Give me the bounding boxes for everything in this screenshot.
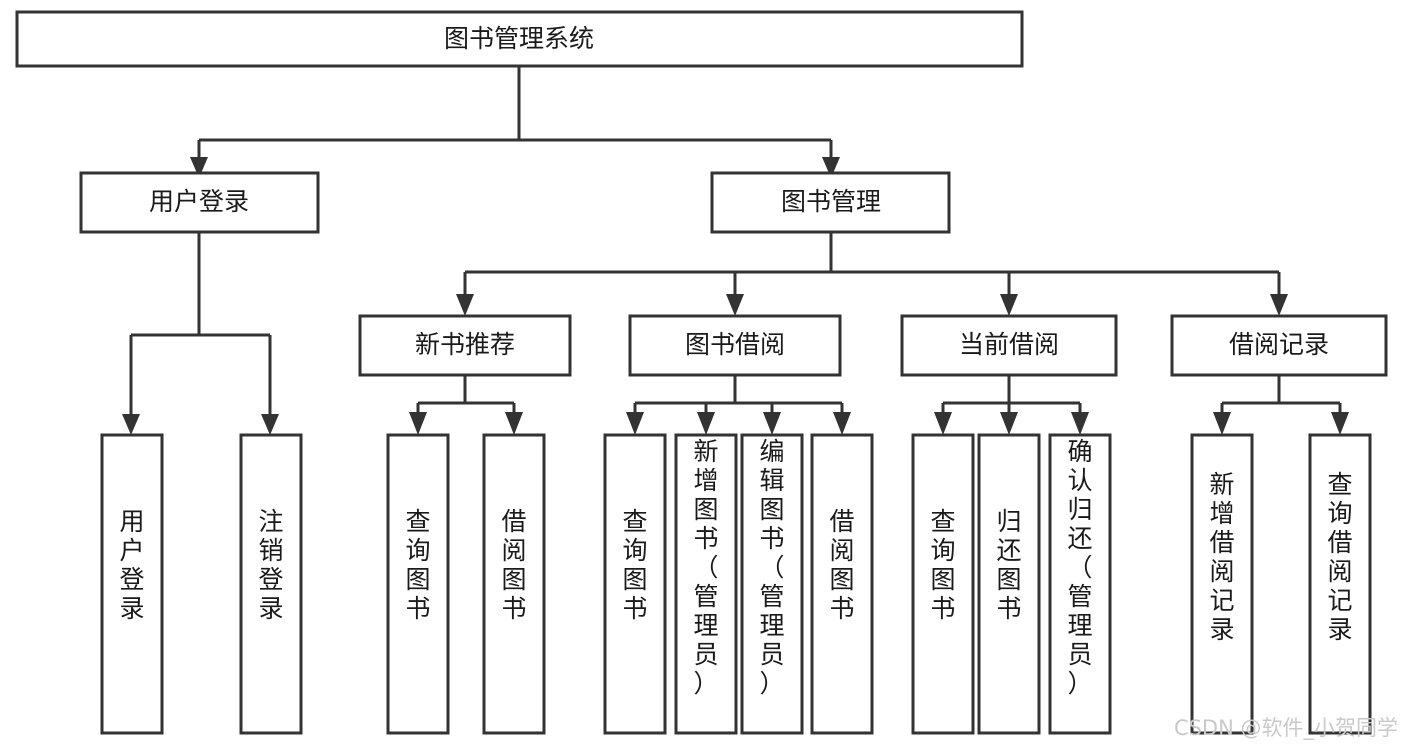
leaf-br-query-record-box[interactable]: [1308, 433, 1372, 735]
leaf-cb-query-book-label: 查询图书: [930, 507, 955, 623]
arrow-to-leaf-bb-edit-book: [763, 412, 781, 435]
leaf-nb-borrow-book-label: 借阅图书: [501, 507, 526, 623]
node-new-book-recommend[interactable]: 新书推荐: [358, 314, 572, 377]
leaf-user-login-label: 用户登录: [119, 507, 144, 623]
arrow-to-leaf-nb-borrow-book: [505, 412, 523, 435]
root-box[interactable]: [15, 10, 1024, 68]
leaf-node-cb-return-book[interactable]: 归还图书: [977, 433, 1041, 735]
leaf-node-cb-query-book[interactable]: 查询图书: [911, 433, 975, 735]
leaf-br-query-record-label: 查询借阅记录: [1327, 470, 1352, 644]
arrow-to-new-book-recommend: [456, 294, 474, 316]
root-label: 图书管理系统: [444, 24, 594, 53]
node-current-borrow[interactable]: 当前借阅: [900, 314, 1118, 377]
leaf-cb-query-book-box[interactable]: [911, 433, 975, 735]
connectors-layer: [122, 66, 1349, 435]
leaf-cb-return-book-box[interactable]: [977, 433, 1041, 735]
current-borrow-box[interactable]: [900, 314, 1118, 377]
leaf-bb-query-book-box[interactable]: [603, 433, 667, 735]
leaf-bb-edit-book-box[interactable]: [740, 433, 804, 735]
leaf-node-bb-edit-book[interactable]: 编辑图书（管理员）: [740, 433, 804, 735]
connector-book-management-to-level3: [463, 232, 1281, 300]
leaf-br-add-record-label: 新增借阅记录: [1209, 470, 1234, 644]
leaf-node-nb-query-book[interactable]: 查询图书: [386, 433, 450, 735]
leaf-node-bb-add-book[interactable]: 新增图书（管理员）: [674, 433, 738, 735]
arrow-to-book-management: [822, 157, 840, 178]
arrow-to-leaf-bb-query-book: [626, 412, 644, 435]
arrow-to-leaf-bb-borrow-book: [833, 412, 851, 435]
node-borrow-record[interactable]: 借阅记录: [1170, 314, 1388, 377]
leaf-node-logout[interactable]: 注销登录: [239, 433, 303, 735]
leaf-bb-borrow-book-box[interactable]: [810, 433, 874, 735]
leaf-node-br-query-record[interactable]: 查询借阅记录: [1308, 433, 1372, 735]
leaf-node-nb-borrow-book[interactable]: 借阅图书: [482, 433, 546, 735]
user-login-label: 用户登录: [149, 187, 249, 216]
arrow-to-leaf-cb-return-book: [1000, 412, 1018, 435]
book-borrow-box[interactable]: [628, 314, 842, 377]
book-management-label: 图书管理: [781, 187, 881, 216]
arrow-to-leaf-bb-add-book: [697, 412, 715, 435]
leaf-bb-borrow-book-label: 借阅图书: [829, 507, 854, 623]
leaf-cb-confirm-return-box[interactable]: [1048, 433, 1112, 735]
node-book-management[interactable]: 图书管理: [710, 171, 951, 234]
new-book-recommend-box[interactable]: [358, 314, 572, 377]
connector-root-to-level2: [197, 66, 833, 163]
arrow-to-user-login: [190, 157, 208, 178]
leaf-cb-confirm-return-label: 确认归还（管理员）: [1067, 437, 1092, 698]
leaf-br-add-record-box[interactable]: [1190, 433, 1254, 735]
current-borrow-label: 当前借阅: [959, 330, 1059, 359]
arrow-to-leaf-cb-query-book: [934, 412, 952, 435]
arrow-to-current-borrow: [1000, 294, 1018, 316]
arrow-to-leaf-cb-confirm-return: [1071, 412, 1089, 435]
node-user-login[interactable]: 用户登录: [79, 171, 320, 234]
leaf-cb-return-book-label: 归还图书: [996, 507, 1021, 623]
borrow-record-label: 借阅记录: [1229, 330, 1329, 359]
connector-book-borrow-to-leaves: [633, 375, 844, 418]
arrow-to-book-borrow: [726, 294, 744, 316]
leaf-logout-box[interactable]: [239, 433, 303, 735]
connector-current-borrow-to-leaves: [941, 375, 1082, 418]
leaf-bb-edit-book-label: 编辑图书（管理员）: [759, 437, 784, 698]
leaf-node-cb-confirm-return[interactable]: 确认归还（管理员）: [1048, 433, 1112, 735]
arrow-to-leaf-br-add-record: [1213, 412, 1231, 435]
leaf-bb-add-book-label: 新增图书（管理员）: [693, 437, 718, 698]
csdn-watermark: CSDN @软件_小贺同学: [1174, 716, 1398, 741]
book-management-box[interactable]: [710, 171, 951, 234]
arrow-to-borrow-record: [1270, 294, 1288, 316]
leaf-nb-query-book-label: 查询图书: [405, 507, 430, 623]
connector-user-login-to-leaves: [129, 232, 272, 420]
leaf-bb-query-book-label: 查询图书: [622, 507, 647, 623]
leaf-node-bb-query-book[interactable]: 查询图书: [603, 433, 667, 735]
arrow-to-leaf-br-query-record: [1331, 412, 1349, 435]
user-login-box[interactable]: [79, 171, 320, 234]
node-root-book-management-system[interactable]: 图书管理系统: [15, 10, 1024, 68]
arrow-to-leaf-logout: [261, 414, 279, 435]
node-book-borrow[interactable]: 图书借阅: [628, 314, 842, 377]
arrow-to-leaf-user-login: [122, 414, 140, 435]
leaf-node-bb-borrow-book[interactable]: 借阅图书: [810, 433, 874, 735]
leaf-user-login-box[interactable]: [100, 433, 164, 735]
arrow-to-leaf-nb-query-book: [409, 412, 427, 435]
leaf-nb-borrow-book-box[interactable]: [482, 433, 546, 735]
leaf-node-user-login[interactable]: 用户登录: [100, 433, 164, 735]
leaf-nb-query-book-box[interactable]: [386, 433, 450, 735]
leaf-bb-add-book-box[interactable]: [674, 433, 738, 735]
borrow-record-box[interactable]: [1170, 314, 1388, 377]
leaf-logout-label: 注销登录: [258, 507, 283, 623]
connector-new-book-to-leaves: [416, 375, 516, 418]
new-book-recommend-label: 新书推荐: [415, 330, 515, 359]
leaf-node-br-add-record[interactable]: 新增借阅记录: [1190, 433, 1254, 735]
connector-borrow-record-to-leaves: [1220, 375, 1342, 418]
book-borrow-label: 图书借阅: [685, 330, 785, 359]
